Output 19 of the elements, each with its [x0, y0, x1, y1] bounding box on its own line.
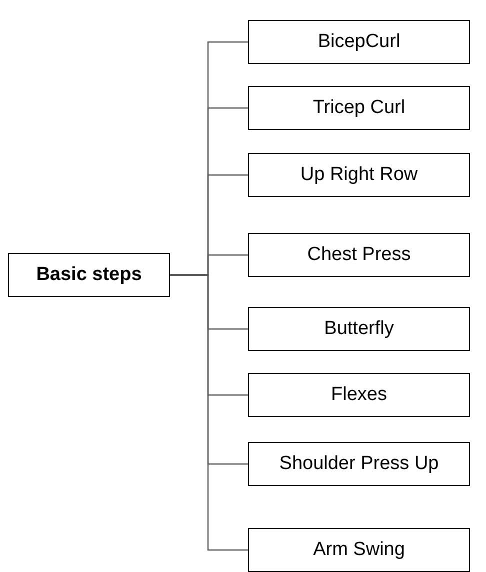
step-box [248, 20, 470, 64]
step-box [8, 253, 170, 297]
step-box [248, 373, 470, 417]
step-label: Arm Swing [313, 539, 405, 561]
step-label: Shoulder Press Up [279, 453, 439, 475]
connector-line [170, 274, 248, 551]
step-label: BicepCurl [318, 31, 400, 53]
step-label: Chest Press [307, 244, 411, 266]
step-box [248, 307, 470, 351]
step-label: Flexes [331, 384, 387, 406]
step-box [248, 153, 470, 197]
step-label: Basic steps [36, 264, 142, 286]
step-label: Tricep Curl [312, 97, 406, 119]
step-box [248, 528, 470, 572]
step-box [248, 233, 470, 277]
step-box [248, 442, 470, 486]
step-box [248, 86, 470, 130]
step-label: Butterfly [324, 318, 394, 340]
step-label: Up Right Row [300, 164, 418, 186]
